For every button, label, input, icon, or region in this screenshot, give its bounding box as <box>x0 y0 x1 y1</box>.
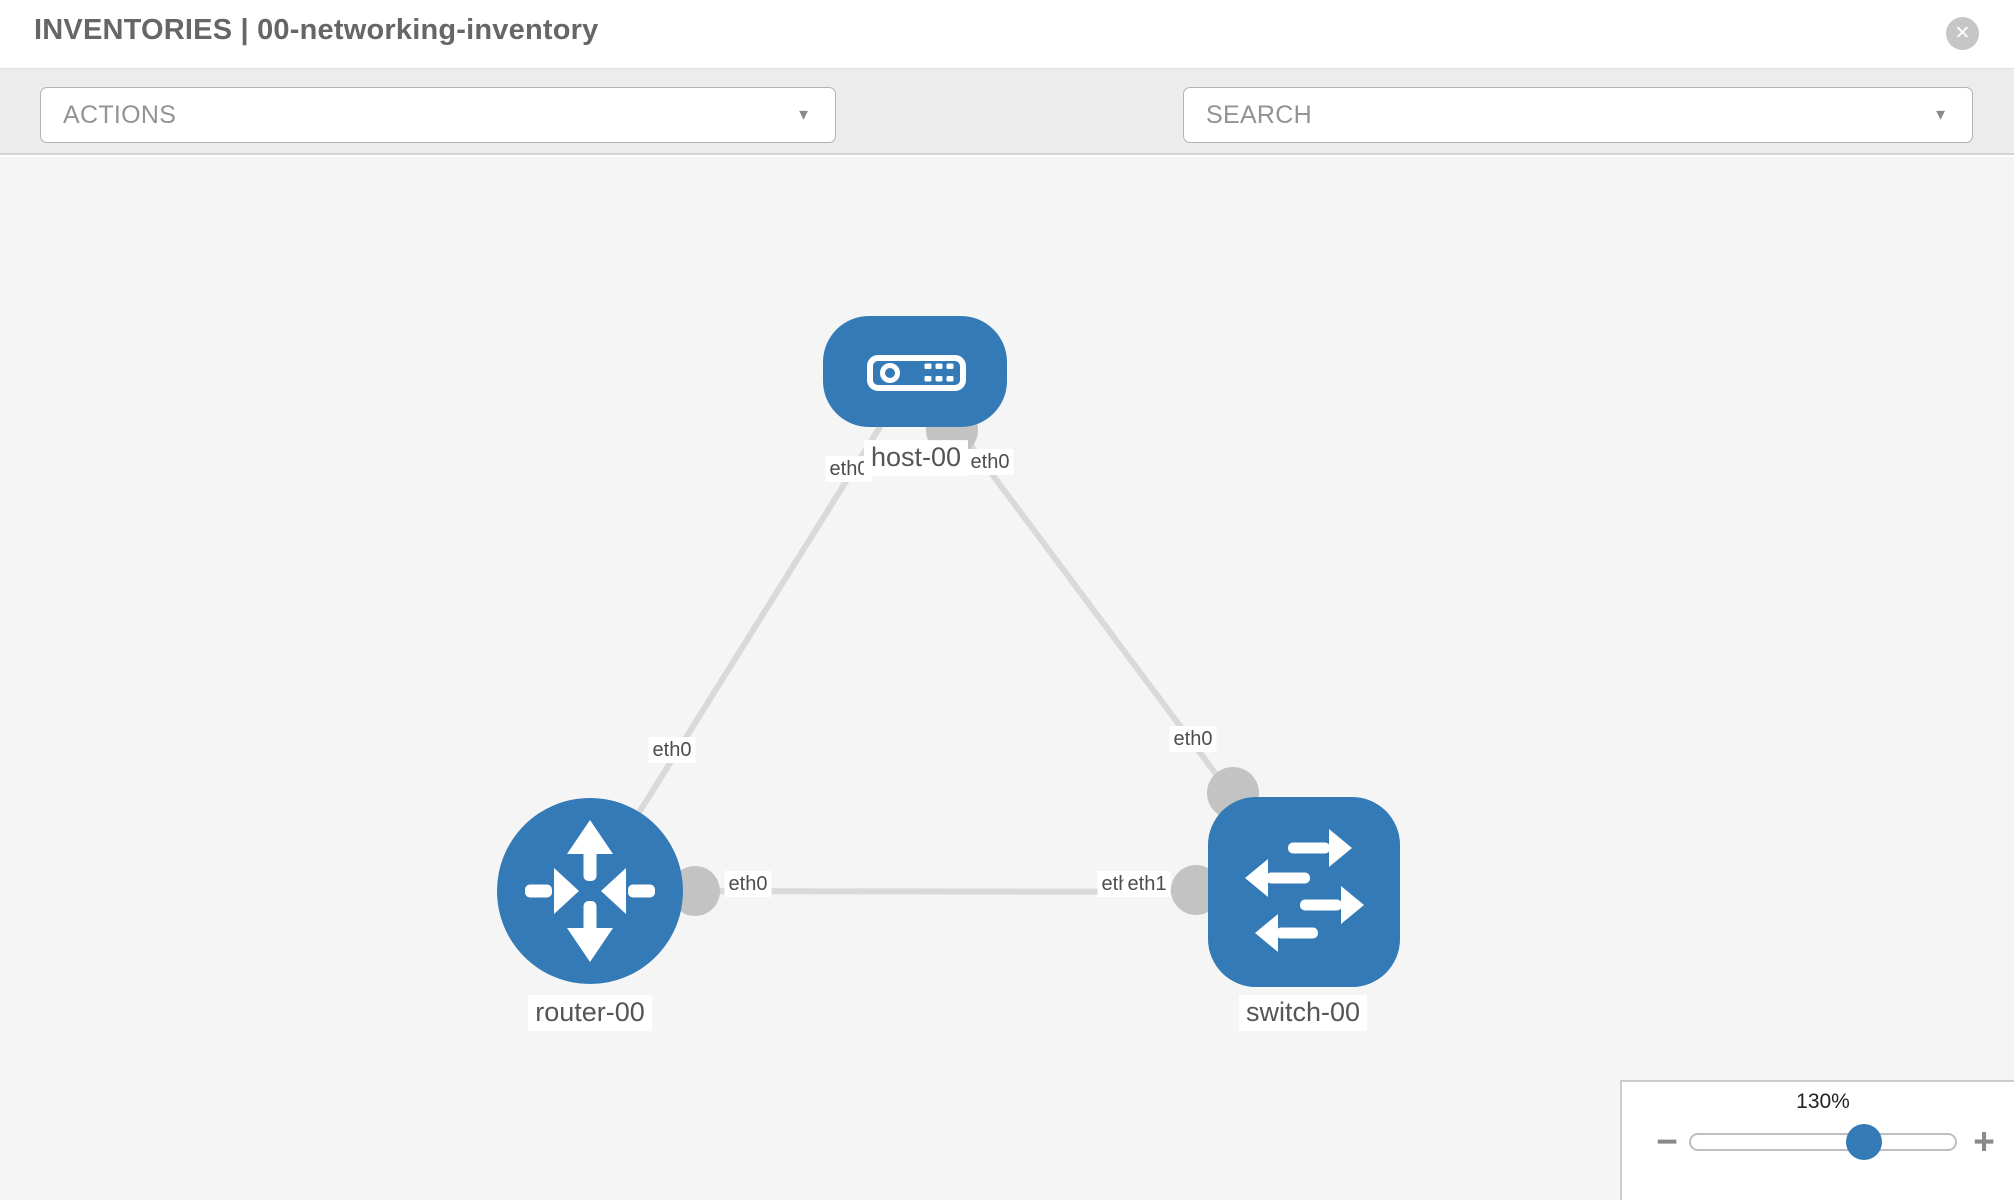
node-label-router: router-00 <box>528 995 652 1031</box>
search-select-label: SEARCH <box>1206 100 1312 129</box>
plus-icon: + <box>1973 1121 1995 1162</box>
chevron-down-icon: ▼ <box>796 106 811 124</box>
interface-label-router-eth0-top: eth0 <box>648 737 696 763</box>
zoom-panel: 130% − + <box>1620 1080 2014 1200</box>
zoom-out-button[interactable]: − <box>1647 1122 1687 1162</box>
interface-label-host-eth0-right: eth0 <box>966 449 1014 475</box>
search-select[interactable]: SEARCH ▼ <box>1183 87 1973 143</box>
topology-svg <box>497 316 1400 987</box>
close-icon: ✕ <box>1954 23 1971 44</box>
close-button[interactable]: ✕ <box>1946 17 1979 50</box>
minus-icon: − <box>1656 1121 1678 1162</box>
node-label-switch: switch-00 <box>1238 995 1368 1031</box>
interface-dots <box>670 404 1259 916</box>
router-icon <box>525 820 655 962</box>
node-label-host: host-00 <box>863 440 969 476</box>
server-icon <box>867 355 966 391</box>
actions-select-label: ACTIONS <box>63 100 177 129</box>
header: INVENTORIES | 00-networking-inventory ✕ <box>0 0 2014 68</box>
node-router[interactable] <box>497 798 683 984</box>
chevron-down-icon: ▼ <box>1933 106 1948 124</box>
zoom-in-button[interactable]: + <box>1964 1122 2004 1162</box>
interface-label-switch-eth1: eth1 <box>1123 871 1171 897</box>
actions-select[interactable]: ACTIONS ▼ <box>40 87 836 143</box>
switch-icon <box>1245 829 1364 952</box>
interface-label-switch-eth0-top: eth0 <box>1169 726 1217 752</box>
interface-dot-router <box>670 866 720 916</box>
topology-canvas[interactable]: host-00 router-00 switch-00 eth0 eth0 et… <box>0 157 2014 1200</box>
interface-label-router-eth0-bottom: eth0 <box>724 871 772 897</box>
zoom-slider-track[interactable] <box>1689 1124 1957 1160</box>
toolbar: ACTIONS ▼ SEARCH ▼ <box>0 68 2014 202</box>
page-title: INVENTORIES | 00-networking-inventory <box>34 14 599 46</box>
node-host[interactable] <box>823 316 1007 427</box>
zoom-slider-thumb[interactable] <box>1846 1124 1882 1160</box>
node-switch[interactable] <box>1208 797 1400 987</box>
zoom-percent: 130% <box>1796 1090 1850 1113</box>
